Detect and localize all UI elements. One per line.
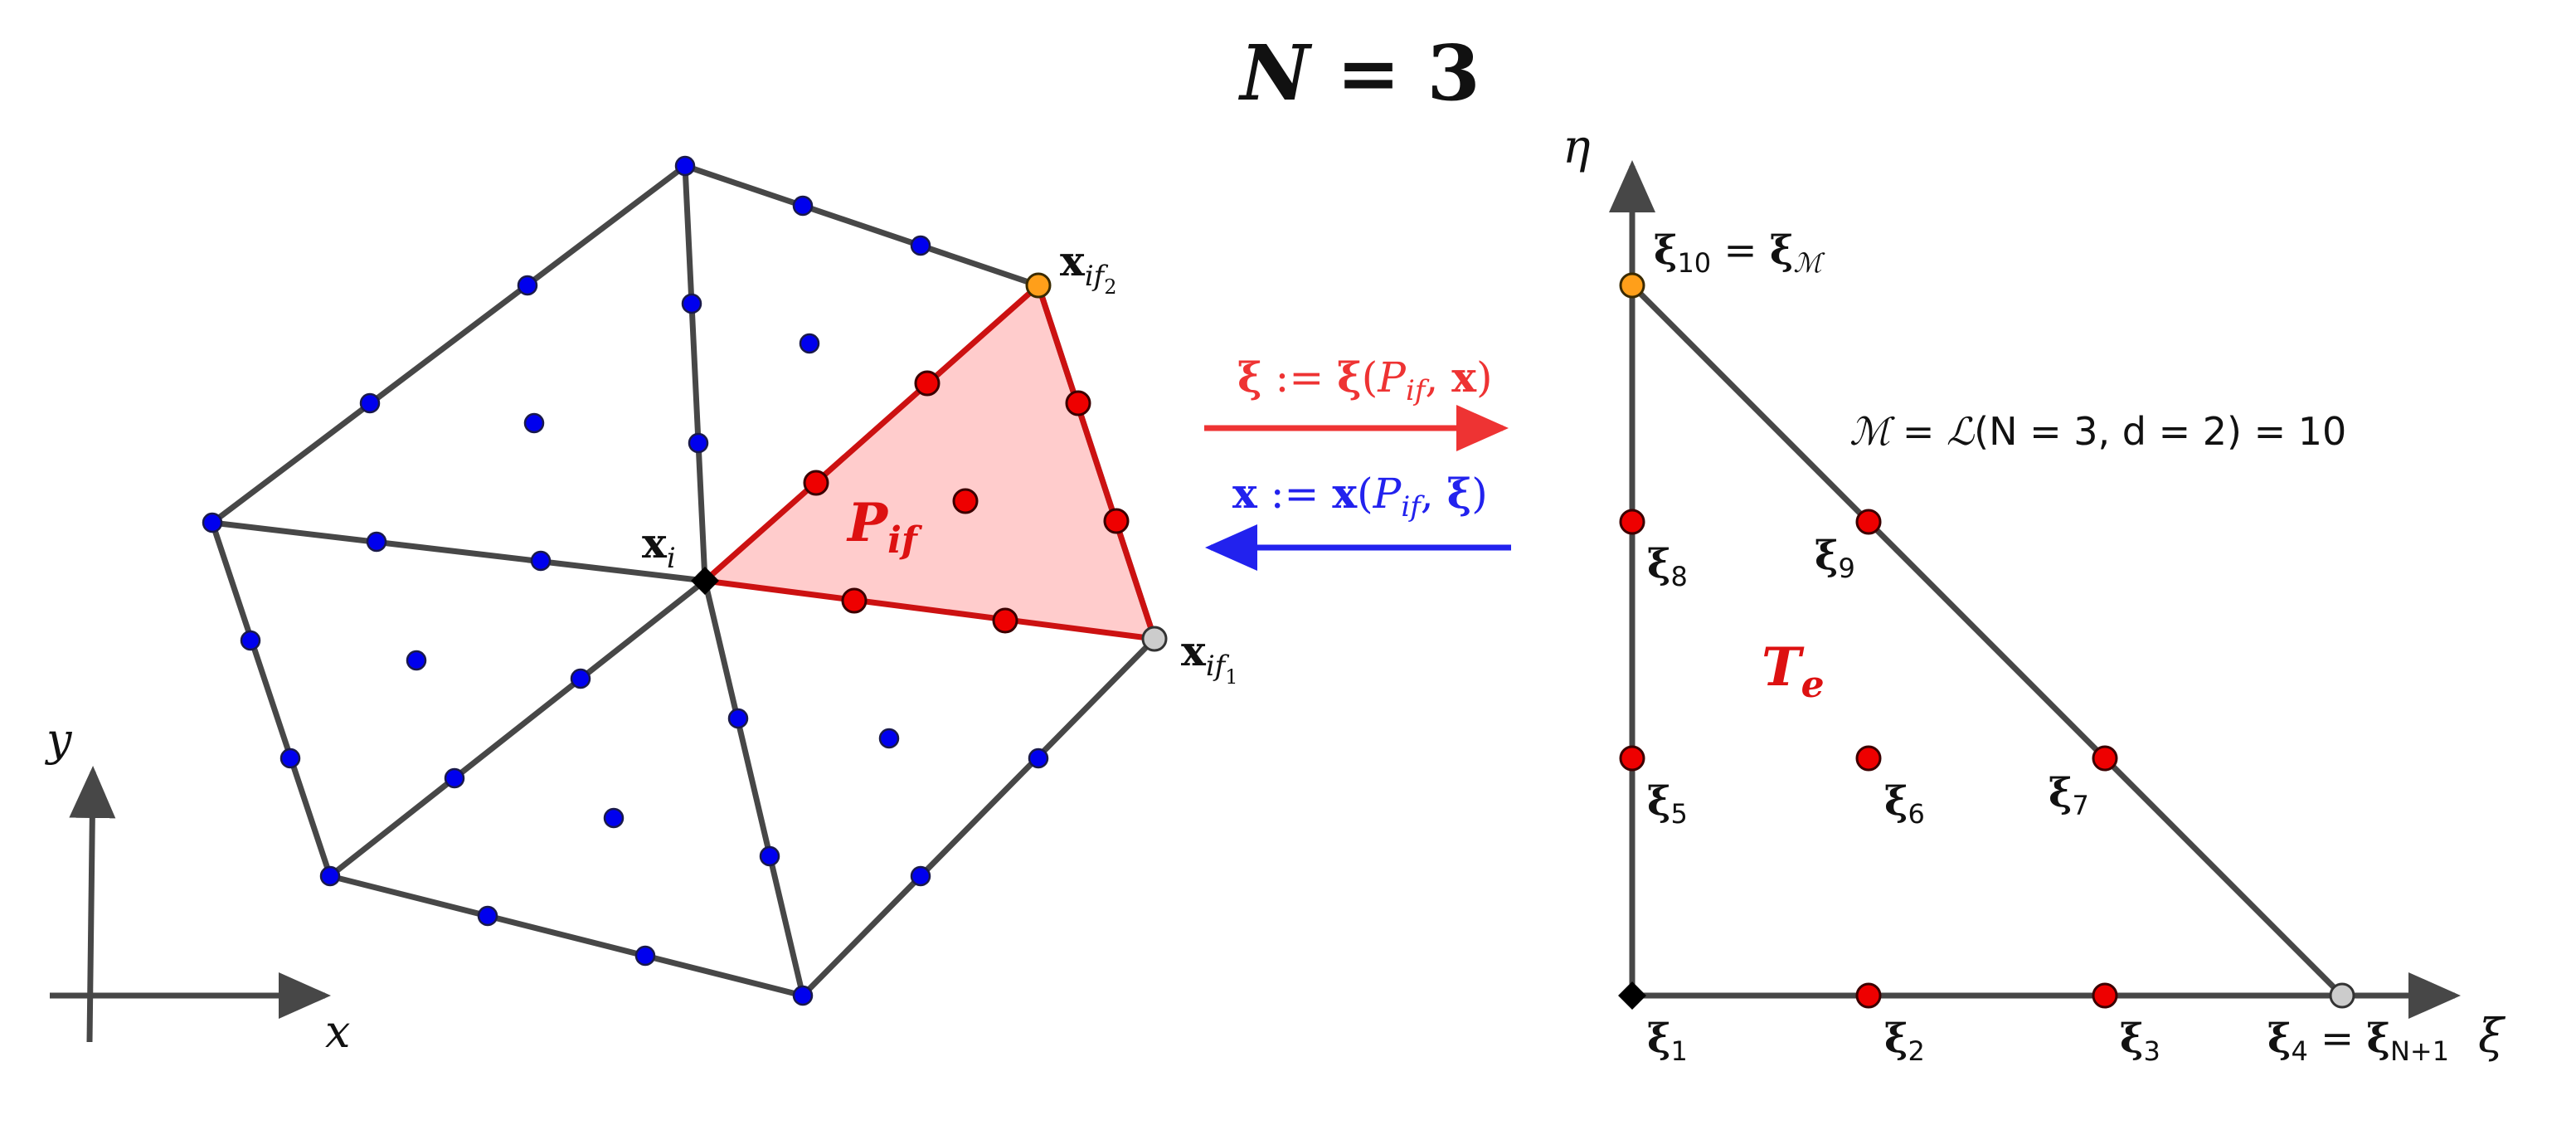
xi-label-6: ξ6	[1884, 778, 1925, 830]
mesh-node	[681, 293, 702, 314]
xi-label-5: ξ5	[1647, 778, 1688, 830]
pif-node	[952, 488, 979, 514]
xi-label-10: ξ10 = ξℳ	[1654, 227, 1825, 279]
node-xif1-gray	[1141, 626, 1168, 652]
ref-node-4	[2329, 982, 2355, 1009]
mesh-node	[878, 728, 900, 749]
mesh-node	[406, 650, 427, 671]
mesh-node	[1028, 748, 1049, 769]
mesh-node	[530, 550, 552, 572]
pif-triangle-edges	[702, 282, 1158, 642]
mesh-node	[517, 275, 538, 296]
xi-label-4: ξ4 = ξN+1	[2267, 1015, 2449, 1067]
mesh-node	[759, 845, 780, 867]
pif-node	[841, 587, 868, 614]
xy-axes: x y	[45, 713, 350, 1058]
reference-element: ξ η ξ1 ξ2 ξ3 ξ4 = ξN+1 ξ5 ξ6 ξ7 ξ8 ξ9 ξ1…	[1563, 120, 2506, 1067]
xi-label-8: ξ8	[1647, 541, 1688, 592]
mesh-node	[727, 708, 749, 729]
mapping-arrows: ξ := ξ(Pif, x) x := x(Pif, ξ)	[1204, 353, 1511, 571]
xi-axis-label: ξ	[2478, 1010, 2506, 1064]
label-xif1: xif1	[1181, 626, 1238, 689]
xi-label-3: ξ3	[2120, 1015, 2160, 1067]
mesh-node	[444, 767, 465, 789]
ref-node-3	[2092, 982, 2118, 1009]
y-axis-label: y	[45, 713, 73, 766]
mesh-node	[240, 630, 261, 651]
mesh-node	[319, 865, 341, 887]
mesh-node	[674, 155, 696, 177]
mesh-node	[688, 432, 709, 454]
mesh-node	[523, 412, 545, 434]
pif-triangle-fill	[705, 285, 1154, 639]
ref-node-8	[1619, 509, 1645, 535]
pif-node	[1103, 508, 1130, 534]
mesh-node	[570, 668, 591, 689]
pif-node	[992, 607, 1018, 634]
ref-node-7	[2092, 745, 2118, 772]
mesh-node	[359, 392, 381, 414]
ref-node-9	[1855, 509, 1882, 535]
xi-label-1: ξ1	[1647, 1015, 1688, 1067]
mesh-node	[799, 333, 820, 354]
backward-map-label: x := x(Pif, ξ)	[1232, 469, 1488, 524]
xi-label-2: ξ2	[1884, 1015, 1925, 1067]
mesh-spoke	[702, 577, 806, 999]
mesh-node	[603, 807, 625, 829]
label-te: Te	[1762, 636, 1825, 706]
mesh-node	[202, 512, 223, 533]
y-axis	[69, 766, 116, 1043]
mesh-node	[910, 235, 931, 256]
ref-node-6	[1855, 745, 1882, 772]
pif-node	[1065, 390, 1091, 416]
ref-node-5	[1619, 745, 1645, 772]
mesh-node	[366, 531, 387, 553]
label-xi: xi	[642, 519, 676, 575]
label-m-equation: ℳ = ℒ(N = 3, d = 2) = 10	[1849, 409, 2346, 454]
hypotenuse	[1629, 282, 2345, 999]
mesh-node	[477, 905, 498, 927]
x-axis-label: x	[325, 1006, 350, 1058]
mesh-spoke	[682, 163, 708, 584]
mesh-node	[792, 985, 814, 1006]
red-nodes	[803, 370, 1130, 634]
xi-label-7: ξ7	[2049, 770, 2089, 821]
eta-axis-label: η	[1563, 120, 1591, 174]
xi-label-9: ξ9	[1815, 533, 1855, 584]
pif-node	[803, 470, 829, 496]
diagram-title: N = 3	[1237, 28, 1480, 118]
blue-nodes	[202, 155, 1049, 1006]
mesh-node	[792, 195, 814, 217]
mesh-node	[634, 945, 656, 967]
mesh-node	[279, 748, 301, 769]
ref-node-2	[1855, 982, 1882, 1009]
ref-node-10	[1619, 272, 1645, 299]
mesh-node	[910, 865, 931, 887]
label-xif2: xif2	[1060, 236, 1117, 299]
mesh-spoke	[209, 519, 708, 584]
physical-mesh: xi xif2 xif1 Pif	[202, 155, 1238, 1006]
label-pif: Pif	[846, 492, 923, 562]
node-xif2-orange	[1025, 272, 1052, 299]
forward-map-label: ξ := ξ(Pif, x)	[1237, 353, 1493, 407]
node-xi-diamond	[691, 567, 719, 595]
mesh-spoke	[327, 577, 708, 879]
pif-node	[914, 370, 940, 397]
ref-node-1	[1618, 981, 1646, 1010]
